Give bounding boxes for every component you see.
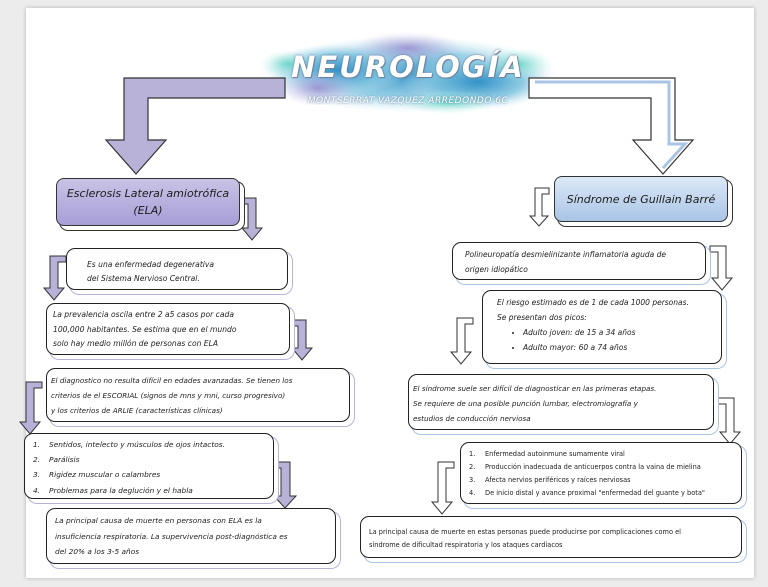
symptom-list: 1.Sentidos, intelecto y músculos de ojos… xyxy=(33,437,273,498)
text-line: del Sistema Nervioso Central. xyxy=(87,274,200,283)
list-item: 1.Sentidos, intelecto y músculos de ojos… xyxy=(33,440,225,449)
ela-heading-abbr: (ELA) xyxy=(133,204,163,217)
text-line: solo hay medio millón de personas con EL… xyxy=(53,339,219,348)
small-arrow-down-icon xyxy=(289,319,314,361)
ela-symptoms-box: 1.Sentidos, intelecto y músculos de ojos… xyxy=(24,433,274,499)
small-arrow-down-icon xyxy=(528,187,550,227)
small-arrow-down-icon xyxy=(449,317,474,365)
text-line: El diagnostico no resulta difícil en eda… xyxy=(51,376,293,385)
list-item: 2.Parálisis xyxy=(33,455,80,465)
list-item: 3.Rigidez muscular o calambres xyxy=(33,470,161,480)
gb-diagnosis-box: El síndrome suele ser difícil de diagnos… xyxy=(408,374,714,430)
ela-heading-line: Esclerosis Lateral amiotrófica xyxy=(66,187,230,200)
text-line: La principal causa de muerte en personas… xyxy=(55,516,262,525)
list-item: Adulto mayor: 60 a 74 años xyxy=(523,340,721,355)
ela-heading: Esclerosis Lateral amiotrófica (ELA) xyxy=(56,178,240,226)
ela-mortality-box: La principal causa de muerte en personas… xyxy=(46,508,336,564)
features-list: 1.Enfermedad autoinmune sumamente viral … xyxy=(469,448,741,500)
text-line: El síndrome suele ser difícil de diagnos… xyxy=(413,384,657,393)
list-item: 1.Enfermedad autoinmune sumamente viral xyxy=(469,450,625,458)
guillain-barre-heading: Síndrome de Guillain Barré xyxy=(554,176,728,222)
text-line: criterios de el ESCORIAL (signos de mns … xyxy=(51,391,286,400)
ela-prevalence-box: La prevalencia oscila entre 2 a5 casos p… xyxy=(46,303,290,355)
gb-risk-box: El riesgo estimado es de 1 de cada 1000 … xyxy=(482,290,722,364)
small-arrow-down-icon xyxy=(271,461,298,509)
text-line: estudios de conducción nerviosa xyxy=(413,414,531,423)
list-item: 2.Producción inadecuada de anticuerpos c… xyxy=(469,463,701,471)
small-arrow-down-icon xyxy=(709,245,734,291)
list-item: Adulto joven: de 15 a 34 años xyxy=(523,325,721,340)
text-line: insuficiencia respiratoria. La supervive… xyxy=(55,531,288,541)
text-line: Se presentan dos picos: xyxy=(497,313,587,322)
text-line: origen idiopático xyxy=(465,265,528,274)
text-line: Polineuropatía desmielinizante inflamato… xyxy=(465,250,667,259)
list-item: 4.Problemas para la deglución y el habla xyxy=(33,485,193,495)
gb-mortality-box: La principal causa de muerte en estas pe… xyxy=(360,516,742,558)
gb-heading-text: Síndrome de Guillain Barré xyxy=(566,192,716,206)
small-arrow-down-icon xyxy=(18,381,43,435)
text-line: El riesgo estimado es de 1 de cada 1000 … xyxy=(497,298,689,307)
watercolor-banner xyxy=(258,32,558,114)
text-line: La prevalencia oscila entre 2 a5 casos p… xyxy=(53,310,234,319)
gb-definition-box: Polineuropatía desmielinizante inflamato… xyxy=(452,242,706,280)
page-title: NEUROLOGÍA xyxy=(291,50,525,84)
author-name: MONTSERRAT VAZQUEZ ARREDONDO 6C xyxy=(307,96,509,106)
small-arrow-down-icon xyxy=(42,255,67,301)
gb-features-box: 1.Enfermedad autoinmune sumamente viral … xyxy=(460,442,742,504)
small-arrow-down-icon xyxy=(430,461,455,515)
text-line: Es una enfermedad degenerativa xyxy=(87,260,215,269)
small-arrow-down-icon xyxy=(717,397,742,445)
text-line: 100,000 habitantes. Se estima que en el … xyxy=(53,324,237,334)
text-line: La principal causa de muerte en estas pe… xyxy=(369,528,681,536)
small-arrow-down-icon xyxy=(239,197,264,241)
peaks-list: Adulto joven: de 15 a 34 años Adulto may… xyxy=(497,325,721,355)
big-arrow-right-icon xyxy=(528,77,695,175)
text-line: Se requiere de una posible punción lumba… xyxy=(413,399,638,408)
text-line: síndrome de dificultad respiratoria y lo… xyxy=(369,541,563,549)
list-item: 4.De inicio distal y avance proximal "en… xyxy=(469,489,705,497)
big-arrow-left-icon xyxy=(104,77,286,175)
text-line: y los criterios de ARLIE (característica… xyxy=(51,406,223,415)
ela-definition-box: Es una enfermedad degenerativa del Siste… xyxy=(66,248,288,290)
list-item: 3.Afecta nervios periféricos y raíces ne… xyxy=(469,476,631,484)
text-line: del 20% a los 3-5 años xyxy=(55,547,140,556)
ela-diagnosis-box: El diagnostico no resulta difícil en eda… xyxy=(46,368,350,422)
